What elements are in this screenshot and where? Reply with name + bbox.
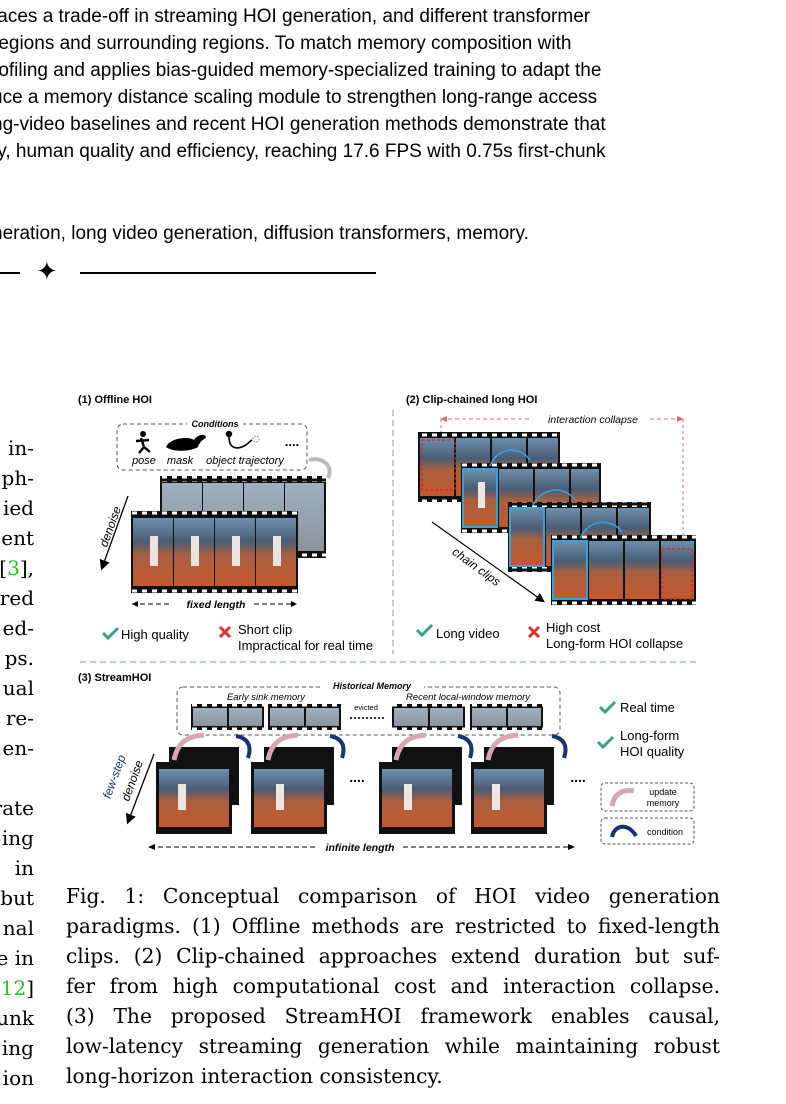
ellipsis: .... [349, 769, 365, 785]
chained-clips [418, 432, 696, 605]
historical-memory-label: Historical Memory [333, 681, 412, 691]
abstract-line: ty, human quality and efficiency, reachi… [0, 141, 606, 162]
text-fragment: in [14, 856, 34, 880]
text-fragment: unk [0, 1006, 34, 1030]
conditions-label: Conditions [192, 419, 239, 429]
text-fragment: ed- [2, 616, 34, 640]
early-sink-label: Early sink memory [227, 692, 306, 703]
text-fragment: red [0, 586, 34, 610]
pose-label: pose [131, 455, 156, 467]
condition-arrow [308, 457, 332, 479]
panel1-con2: Impractical for real time [238, 638, 373, 653]
recent-local-label: Recent local-window memory [406, 692, 531, 703]
caption-line: low-latency streaming generation while m… [66, 1034, 720, 1058]
abstract-line: regions and surrounding regions. To matc… [0, 33, 572, 54]
conditions-box [116, 423, 308, 471]
mask-label: mask [167, 455, 194, 467]
panel1-title: (1) Offline HOI [78, 394, 152, 406]
text-fragment: re- [5, 706, 34, 730]
legend-update-memory: update memory [600, 782, 695, 812]
keywords-line: neration, long video generation, diffusi… [0, 223, 529, 244]
denoise-label: denoise [96, 504, 124, 549]
check-icon [596, 735, 615, 750]
legend-update-text: update [649, 787, 677, 797]
caption-line: paradigms. (1) Offline methods are restr… [66, 914, 720, 938]
figure-1: (1) Offline HOI Conditions pose mask obj… [78, 394, 697, 854]
panel3-pro2b: HOI quality [620, 744, 685, 759]
panel2-con1: High cost [546, 620, 601, 635]
legend-condition: condition [600, 817, 695, 845]
text-fragment: but [0, 886, 34, 910]
cross-icon [527, 625, 541, 639]
panel1-con1: Short clip [238, 622, 292, 637]
text-fragment: ual [2, 676, 34, 700]
text-fragment: nal [2, 916, 34, 940]
trajectory-icon [225, 430, 260, 449]
interaction-collapse-label: interaction collapse [548, 414, 638, 426]
panel2-pro: Long video [436, 626, 500, 641]
panel3-pro1: Real time [620, 700, 675, 715]
abstract-line: uce a memory distance scaling module to … [0, 87, 598, 108]
panel2-title: (2) Clip-chained long HOI [406, 394, 537, 406]
pose-icon [135, 431, 151, 454]
panel1-pro: High quality [121, 627, 189, 642]
caption-line: clips. (2) Clip-chained approaches exten… [66, 944, 720, 968]
memory-frames [191, 704, 543, 730]
figure-caption: Fig. 1: Conceptual comparison of HOI vid… [66, 881, 720, 1091]
clean-film-strip [131, 511, 298, 593]
section-divider: ✦ [0, 258, 786, 288]
ellipsis: .... [570, 769, 586, 785]
mask-icon [166, 434, 206, 451]
text-fragment: ion [2, 1066, 34, 1090]
text-fragment: rate [0, 796, 34, 820]
fixed-length-label: fixed length [187, 599, 246, 611]
text-fragment: ing [1, 1036, 34, 1060]
abstract-line: rofiling and applies bias-guided memory-… [0, 60, 602, 81]
trajectory-label: object trajectory [206, 455, 285, 467]
text-fragment: ing [1, 826, 34, 850]
panel2-con2: Long-form HOI collapse [546, 636, 683, 651]
check-icon [598, 700, 617, 715]
panel3-title: (3) StreamHOI [78, 672, 151, 684]
abstract-line: ng-video baselines and recent HOI genera… [0, 114, 606, 135]
cross-icon [218, 625, 232, 639]
text-fragment: in- [7, 436, 34, 460]
memory-arrows [171, 732, 568, 761]
legend-condition-text: condition [647, 827, 683, 837]
check-icon [101, 626, 120, 641]
caption-line: long-horizon interaction consistency. [66, 1064, 443, 1088]
caption-line: fer from high computational cost and int… [66, 974, 720, 998]
few-step-denoise-arrow [125, 753, 155, 825]
citation-fragment: 12] [0, 976, 34, 1000]
text-fragment: ent [1, 526, 34, 550]
star-icon: ✦ [36, 257, 58, 287]
more-conditions: .... [285, 434, 299, 449]
text-fragment: ied [2, 496, 34, 520]
text-fragment: e in [0, 946, 34, 970]
evicted-label: evicted [354, 703, 378, 712]
text-fragment: en- [2, 736, 34, 760]
text-fragment: ps. [4, 646, 34, 670]
check-icon [415, 623, 434, 638]
text-fragment: ph- [1, 466, 34, 490]
streaming-clips [156, 747, 554, 834]
denoise-arrow [99, 495, 129, 571]
chain-clips-arrow [431, 521, 545, 603]
caption-line: (3) The proposed StreamHOI framework ena… [66, 1004, 720, 1028]
citation-fragment: [3], [0, 556, 34, 580]
legend-memory-text: memory [647, 798, 680, 808]
caption-line: Fig. 1: Conceptual comparison of HOI vid… [66, 884, 720, 908]
panel3-pro2a: Long-form [620, 728, 679, 743]
abstract-line: faces a trade-off in streaming HOI gener… [0, 6, 591, 27]
infinite-length-label: infinite length [326, 842, 395, 854]
